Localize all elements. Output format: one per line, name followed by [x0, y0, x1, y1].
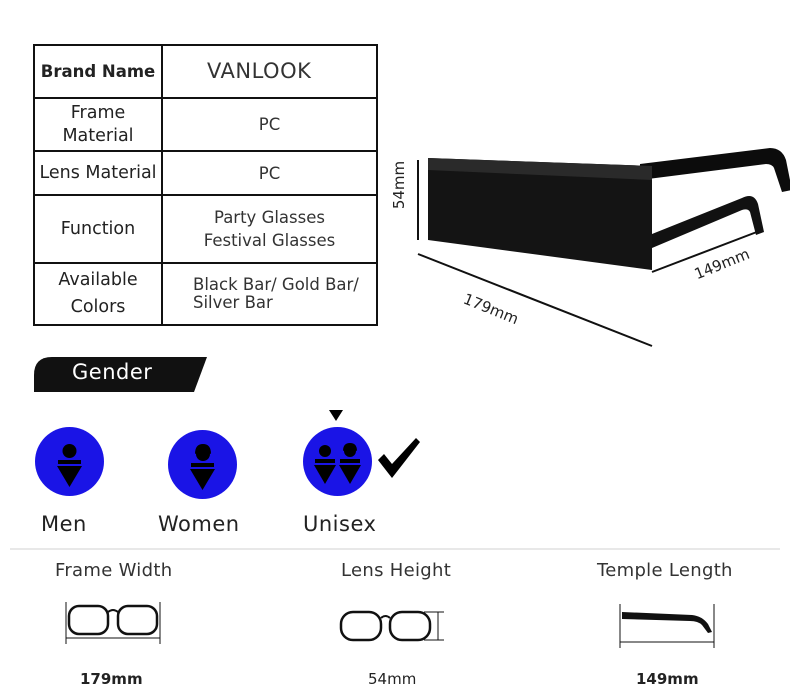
- spec-key: Brand Name: [33, 44, 163, 99]
- men-option-label[interactable]: Men: [41, 512, 87, 536]
- selected-indicator-arrow: [329, 410, 343, 421]
- lens-height-title: Lens Height: [341, 560, 452, 581]
- frame-width-value: 179mm: [80, 670, 143, 688]
- checkmark-icon: [378, 438, 420, 478]
- lens-height-icon: [339, 610, 444, 642]
- spec-value-line: Silver Bar: [193, 293, 273, 312]
- spec-key: Lens Material: [33, 150, 163, 196]
- spec-value-line: Party Glasses: [213, 208, 325, 227]
- height-dimension-label: 54mm: [390, 160, 409, 210]
- section-divider: [10, 548, 780, 550]
- frame-width-title: Frame Width: [55, 560, 173, 581]
- spec-row-colors: Available Colors Black Bar/ Gold Bar/ Si…: [33, 262, 378, 326]
- spec-key: Function: [33, 194, 163, 264]
- temple-length-value: 149mm: [636, 670, 699, 688]
- spec-row-lens-material: Lens Material PC: [33, 150, 378, 196]
- women-option-label[interactable]: Women: [158, 512, 240, 536]
- men-option-icon[interactable]: [35, 427, 104, 496]
- temple-length-icon: [619, 604, 715, 648]
- couple-icon: [314, 443, 361, 484]
- unisex-option-label[interactable]: Unisex: [303, 512, 377, 536]
- spec-value-line: Festival Glasses: [203, 231, 336, 250]
- product-illustration: [417, 148, 790, 347]
- gender-title: Gender: [72, 360, 153, 384]
- spec-key: Frame Material: [33, 97, 163, 152]
- temple-length-title: Temple Length: [597, 560, 733, 581]
- gender-header-bar: [34, 357, 207, 392]
- spec-row-frame-material: Frame Material PC: [33, 97, 378, 152]
- spec-value: PC: [161, 150, 378, 196]
- spec-table: Brand Name VANLOOK Frame Material PC Len…: [33, 44, 378, 326]
- frame-width-icon: [65, 602, 161, 644]
- lens-bar: [428, 158, 652, 270]
- woman-icon: [190, 444, 215, 490]
- man-icon: [57, 444, 82, 487]
- spec-value: Black Bar/ Gold Bar/ Silver Bar: [161, 262, 378, 326]
- spec-value-line: Black Bar/ Gold Bar/: [193, 275, 359, 294]
- spec-row-function: Function Party Glasses Festival Glasses: [33, 194, 378, 264]
- temple-arm-front: [652, 196, 764, 248]
- temple-arm-back: [640, 148, 790, 192]
- spec-key-text: Frame Material: [62, 102, 134, 146]
- spec-value: Party Glasses Festival Glasses: [161, 194, 378, 264]
- unisex-option-icon[interactable]: [303, 427, 372, 496]
- women-option-icon[interactable]: [168, 430, 237, 499]
- spec-row-brand: Brand Name VANLOOK: [33, 44, 378, 99]
- spec-value: PC: [161, 97, 378, 152]
- spec-key-text: Available Colors: [58, 270, 138, 317]
- spec-key: Available Colors: [33, 262, 163, 326]
- lens-height-value: 54mm: [368, 670, 417, 688]
- spec-value: VANLOOK: [161, 44, 378, 99]
